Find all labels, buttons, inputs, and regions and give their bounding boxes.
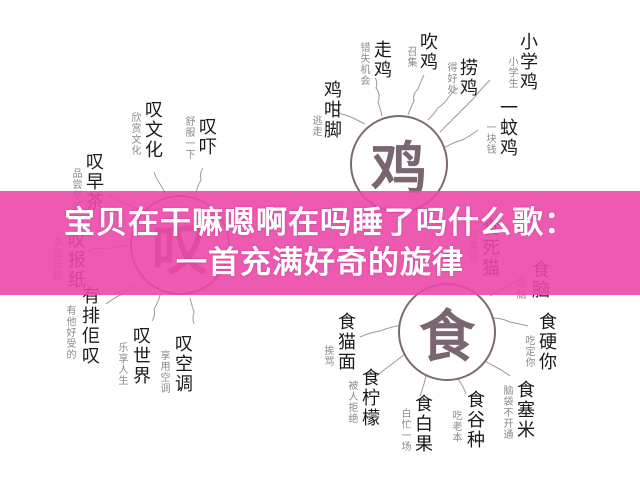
branch-note: 小学生: [506, 56, 517, 89]
hub-shi-circle: 食: [398, 283, 496, 381]
branch-note: 乐享人生: [116, 342, 127, 386]
branch-term: 叹空调: [172, 334, 193, 394]
branch-note: 吃定你: [523, 335, 534, 368]
branch-term: 食塞米: [514, 380, 535, 440]
branch-term: 叹吓: [196, 117, 217, 157]
branch-note: 逃走: [310, 115, 321, 137]
branch-term: 食硬你: [536, 312, 557, 372]
branch-note: 被人拒绝: [346, 380, 357, 424]
branch-term: 食猫面: [335, 312, 356, 372]
branch-note: 舒服一下: [183, 116, 194, 160]
branch-term: 食谷种: [464, 390, 485, 450]
branch-term: 走鸡: [371, 40, 392, 80]
branch-term: 一蚊鸡: [497, 98, 518, 158]
branch-note: 享用空调: [158, 350, 169, 394]
branch-term: 小学鸡: [517, 32, 538, 92]
branch-note: 一块钱: [484, 122, 495, 155]
branch-note: 错失机会: [358, 42, 369, 86]
branch-note: 吃老本: [450, 410, 461, 443]
branch-note: 脑袋不开通: [501, 385, 512, 440]
banner-title-line-1: 宝贝在干嘛嗯啊在吗睡了吗什么歌：: [64, 205, 576, 241]
banner-title-line-2: 一首充满好奇的旋律: [176, 245, 464, 281]
branch-note: 挨骂: [322, 345, 333, 367]
branch-term: 捞鸡: [457, 58, 478, 98]
hub-shi-label: 食: [419, 304, 475, 370]
branch-term: 叹文化: [142, 100, 163, 160]
branch-term: 吹鸡: [417, 32, 438, 72]
branch-note: 召集: [405, 46, 416, 68]
title-banner: 宝贝在干嘛嗯啊在吗睡了吗什么歌： 一首充满好奇的旋律: [0, 191, 640, 295]
branch-term: 有排佢叹: [79, 286, 100, 366]
branch-term: 食柠檬: [359, 368, 380, 428]
branch-note: 得好处: [445, 62, 456, 95]
branch-term: 食白果: [412, 394, 433, 454]
branch-term: 鸡咁脚: [321, 80, 342, 140]
branch-note: 有他好受的: [64, 305, 75, 360]
hub-ji-label: 鸡: [371, 136, 427, 202]
branch-term: 叹世界: [130, 326, 151, 386]
branch-note: 欣赏文化: [129, 112, 140, 156]
branch-note: 白忙一场: [399, 408, 410, 452]
branch-note: 品尝早茶: [70, 168, 81, 212]
